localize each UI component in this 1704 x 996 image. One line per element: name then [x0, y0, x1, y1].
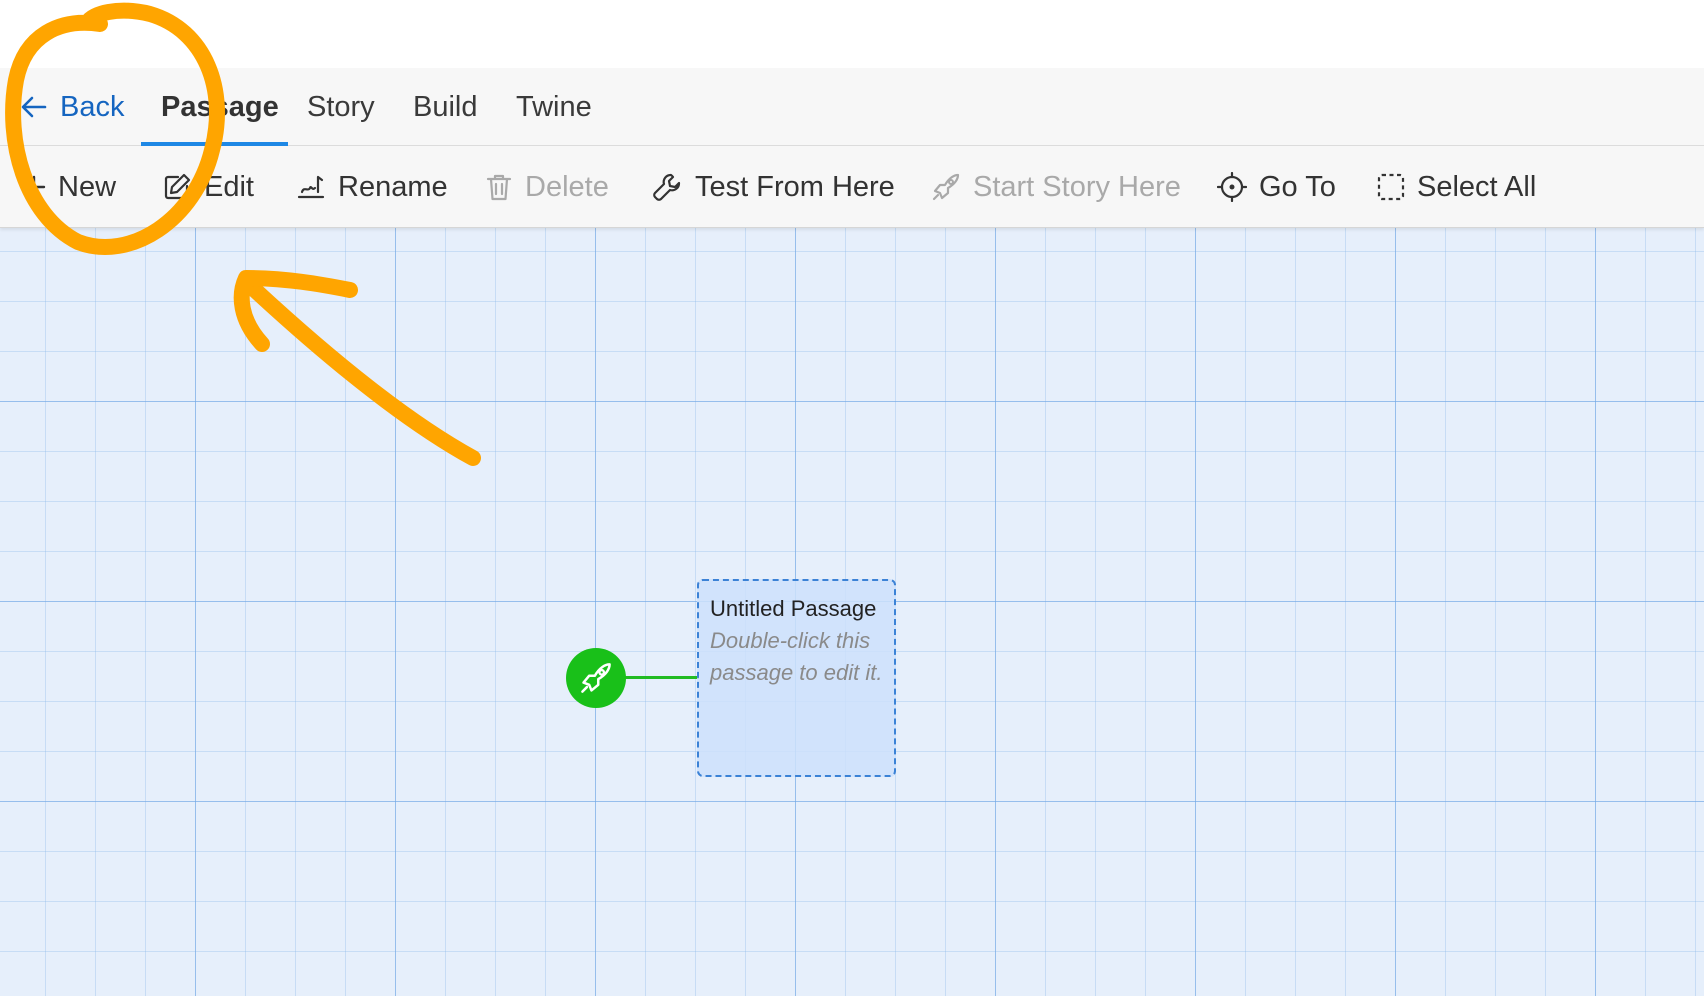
passage-toolbar: New Edit Rename Delete Test From Here: [0, 146, 1704, 228]
select-all-button[interactable]: Select All: [1377, 146, 1536, 228]
window-top-area: [0, 0, 1704, 68]
start-connector: [625, 676, 699, 679]
go-to-label: Go To: [1259, 170, 1336, 203]
test-from-here-button[interactable]: Test From Here: [651, 146, 895, 228]
new-label: New: [58, 170, 117, 203]
rocket-icon: [581, 663, 611, 693]
delete-button[interactable]: Delete: [485, 146, 609, 228]
tab-build[interactable]: Build: [413, 68, 478, 146]
new-button[interactable]: New: [22, 146, 116, 228]
edit-button[interactable]: Edit: [162, 146, 254, 228]
pencil-icon: [164, 173, 191, 200]
tab-passage-label: Passage: [161, 90, 279, 123]
edit-label: Edit: [204, 170, 254, 203]
test-from-here-label: Test From Here: [695, 170, 895, 203]
start-story-here-button[interactable]: Start Story Here: [931, 146, 1181, 228]
tab-twine[interactable]: Twine: [516, 68, 592, 146]
passage-excerpt: Double-click this passage to edit it.: [710, 628, 883, 685]
select-all-label: Select All: [1417, 170, 1537, 203]
dashed-square-icon: [1377, 173, 1405, 201]
tab-build-label: Build: [413, 90, 478, 123]
rename-button[interactable]: Rename: [296, 146, 448, 228]
back-button[interactable]: Back: [20, 68, 124, 146]
trash-icon: [486, 174, 512, 201]
signature-icon: [297, 175, 325, 199]
tab-bar: Back Passage Story Build Twine: [0, 68, 1704, 146]
start-story-here-label: Start Story Here: [973, 170, 1181, 203]
tab-twine-label: Twine: [516, 90, 592, 123]
active-tab-indicator: [141, 142, 288, 146]
crosshair-icon: [1217, 172, 1247, 202]
passage-title: Untitled Passage: [710, 596, 877, 621]
go-to-button[interactable]: Go To: [1217, 146, 1336, 228]
arrow-left-icon: [21, 96, 47, 118]
plus-icon: [22, 175, 46, 199]
tab-passage[interactable]: Passage: [161, 68, 279, 146]
rename-label: Rename: [338, 170, 448, 203]
story-map-canvas[interactable]: Untitled Passage Double-click this passa…: [0, 228, 1704, 996]
back-label: Back: [60, 90, 125, 123]
start-passage-badge: [566, 648, 626, 708]
tab-story[interactable]: Story: [307, 68, 375, 146]
passage-card[interactable]: Untitled Passage Double-click this passa…: [697, 579, 896, 777]
wrench-icon: [653, 173, 681, 201]
tab-story-label: Story: [307, 90, 375, 123]
rocket-icon: [932, 173, 960, 201]
delete-label: Delete: [525, 170, 609, 203]
